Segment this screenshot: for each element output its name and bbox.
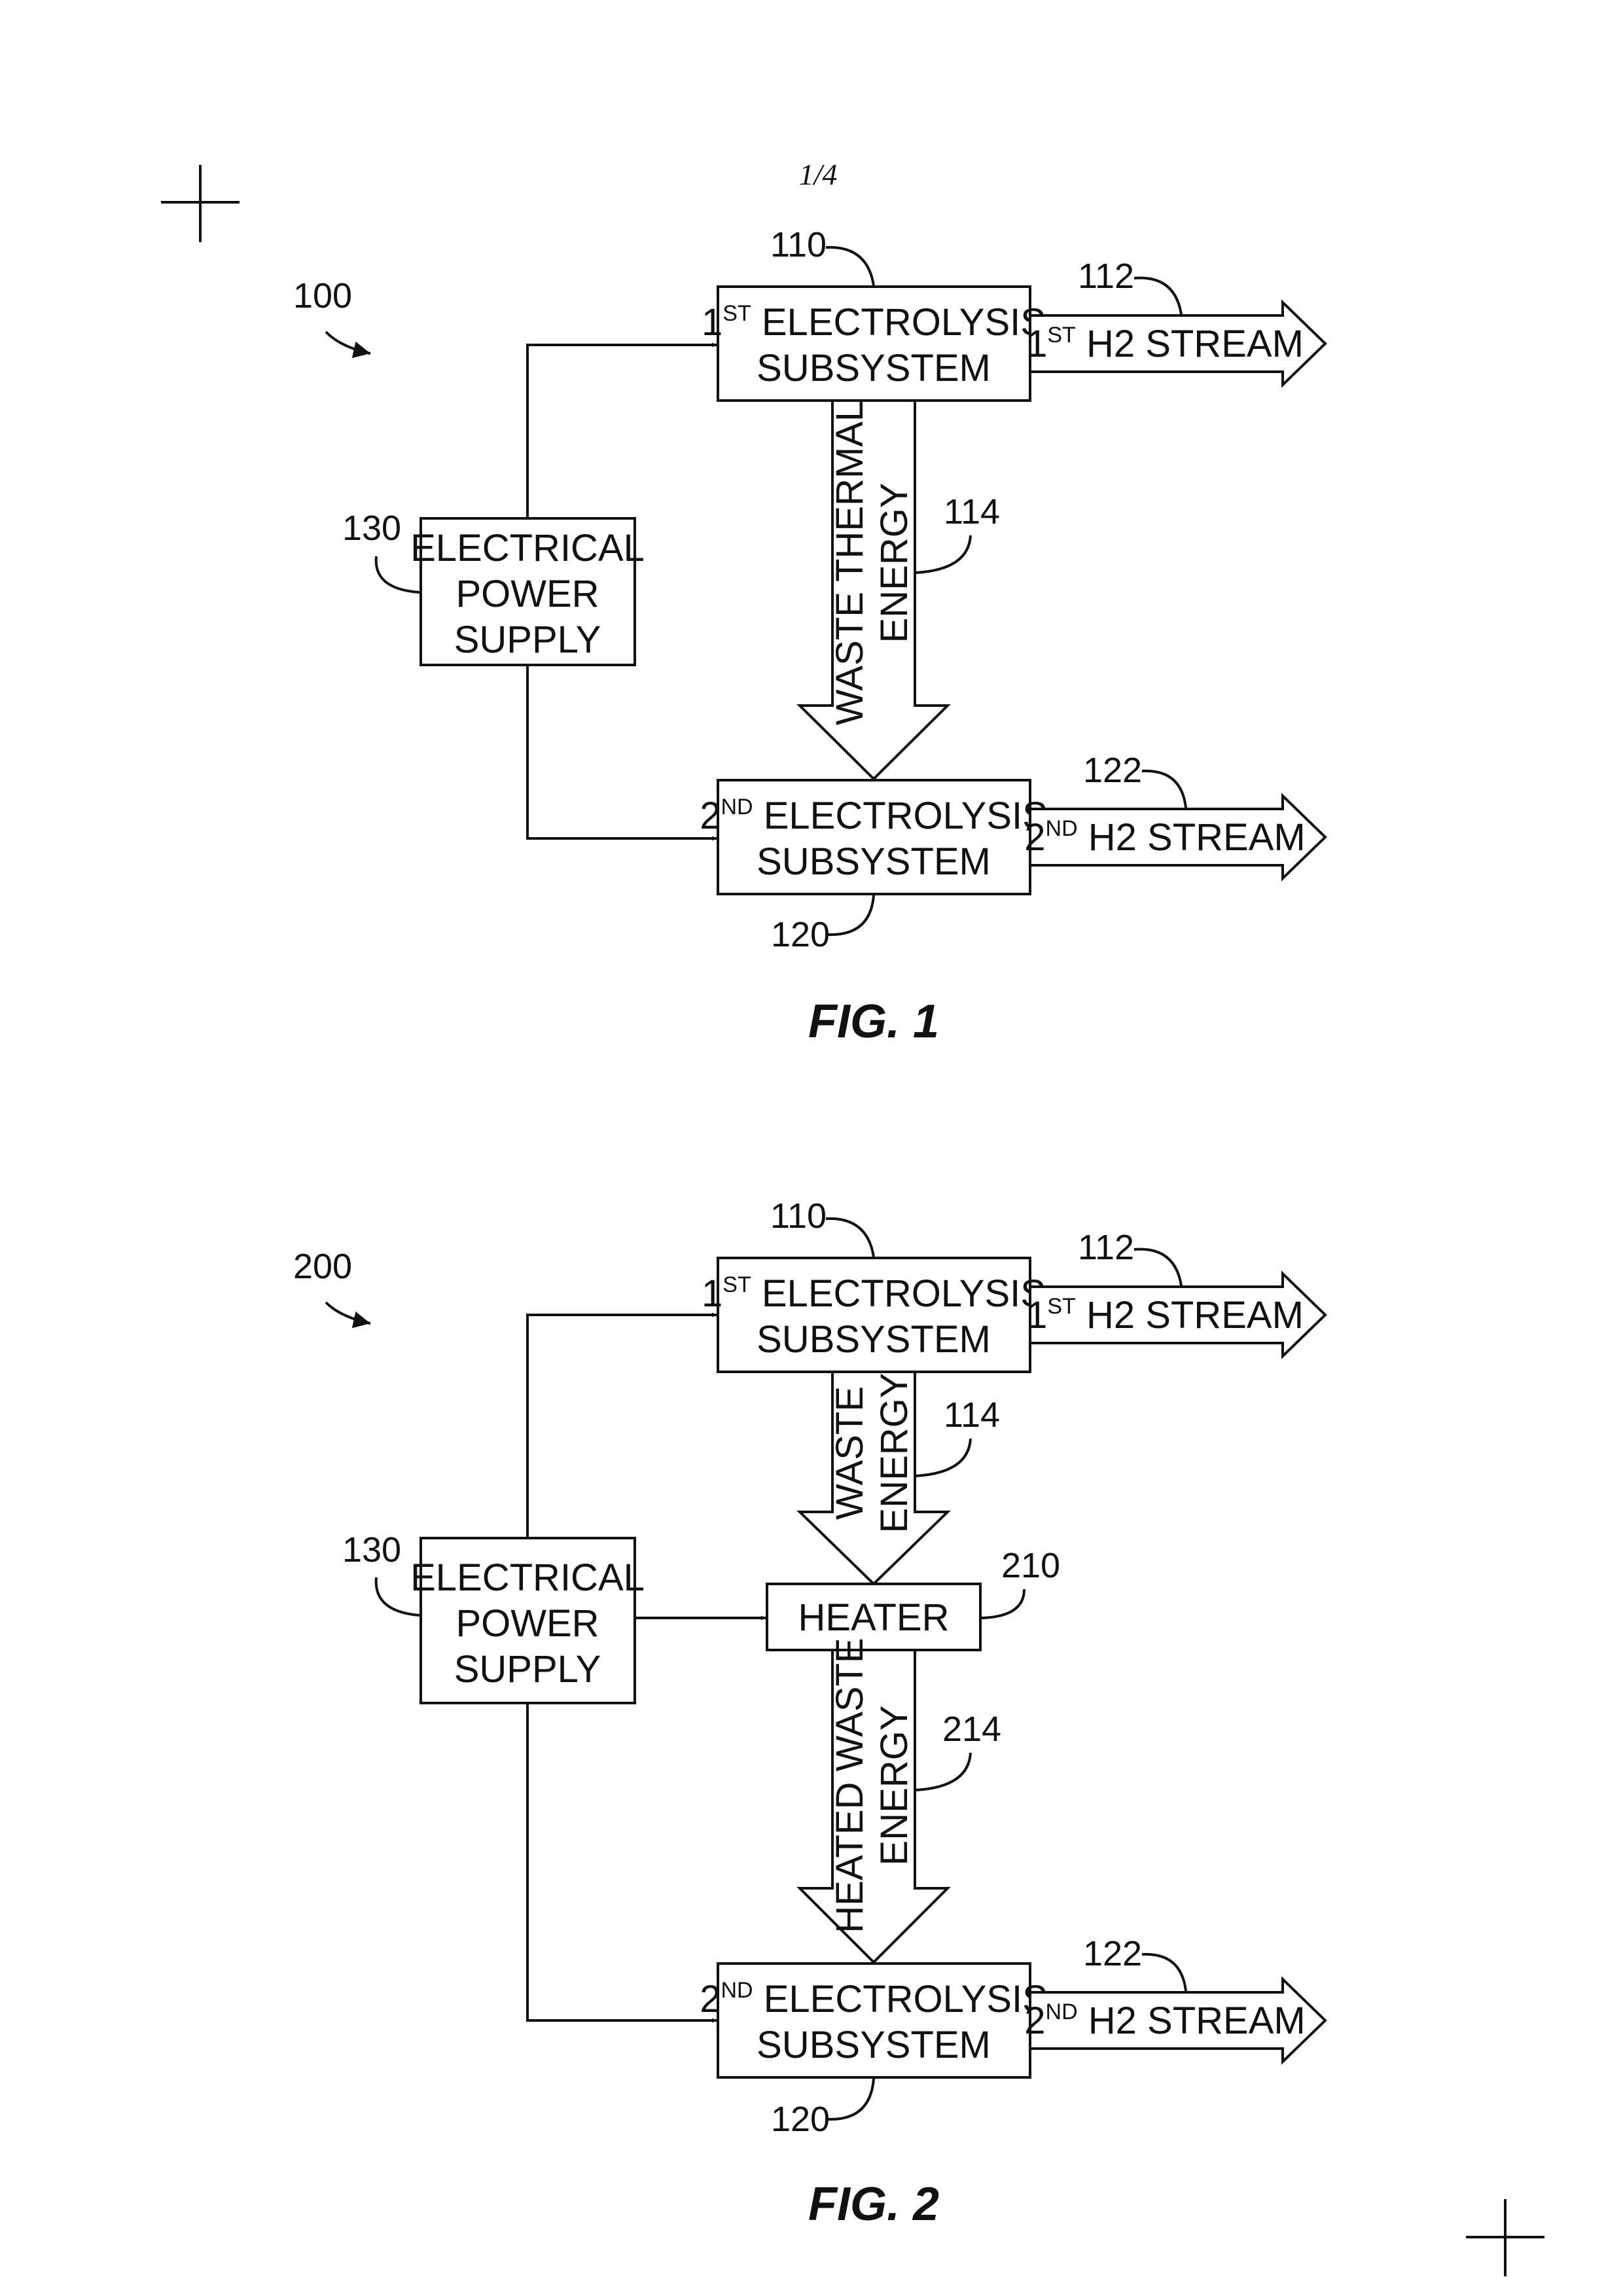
fig1-power-label: POWER <box>455 573 599 615</box>
fig1-ref-114-leader <box>916 535 971 573</box>
fig2-ref-130: 130 <box>342 1530 401 1570</box>
fig1-ref-110: 110 <box>770 225 827 264</box>
fig2-heated-line1: HEATED WASTE <box>829 1638 871 1933</box>
fig1-ref-120-leader <box>828 895 874 935</box>
registration-mark-bottom-right <box>1466 2199 1544 2276</box>
fig1-waste-line1: WASTE THERMAL <box>829 401 871 725</box>
fig2-ref-210-leader <box>982 1589 1024 1618</box>
registration-mark-top-left <box>161 165 240 242</box>
fig2-heater-label: HEATER <box>798 1596 950 1639</box>
page-number: 1/4 <box>799 158 838 191</box>
fig2-system-ref-arrow <box>326 1302 370 1323</box>
fig1-1st-subsystem-label: SUBSYSTEM <box>757 347 991 389</box>
figure-2: 200 1ST ELECTROLYSIS SUBSYSTEM 110 1ST H… <box>293 1196 1325 2231</box>
fig2-ref-214-leader <box>916 1753 971 1790</box>
fig1-caption: FIG. 1 <box>808 996 939 1048</box>
fig2-ref-122-leader <box>1142 1954 1186 1991</box>
fig1-ref-112: 112 <box>1078 257 1134 296</box>
fig1-electrical-label: ELECTRICAL <box>410 527 645 569</box>
fig1-ref-122: 122 <box>1083 751 1142 790</box>
fig2-waste-line1: WASTE <box>829 1386 871 1520</box>
fig2-supply-label: SUPPLY <box>454 1648 601 1691</box>
fig2-heated-line2: ENERGY <box>873 1706 916 1866</box>
fig2-ref-120: 120 <box>771 2100 830 2139</box>
fig1-ref-120: 120 <box>771 915 830 954</box>
fig1-ref-114: 114 <box>944 492 1000 531</box>
fig2-ref-120-leader <box>828 2079 874 2119</box>
fig2-electrical-label: ELECTRICAL <box>410 1556 645 1599</box>
fig1-waste-line2: ENERGY <box>873 483 916 643</box>
fig1-2nd-subsystem-label: SUBSYSTEM <box>757 840 991 883</box>
fig2-ref-114-leader <box>916 1439 971 1476</box>
fig2-waste-line2: ENERGY <box>873 1373 916 1534</box>
fig1-system-ref: 100 <box>293 276 352 315</box>
fig2-1st-electrolysis-label: 1ST ELECTROLYSIS <box>702 1272 1046 1315</box>
fig1-1st-electrolysis-label: 1ST ELECTROLYSIS <box>702 301 1046 344</box>
fig2-ref-114: 114 <box>944 1395 1000 1435</box>
fig1-power-to-2nd-line <box>527 665 717 838</box>
fig2-power-to-2nd-line <box>527 1703 717 2020</box>
fig1-ref-122-leader <box>1142 771 1186 808</box>
fig2-2nd-subsystem-label: SUBSYSTEM <box>757 2024 991 2066</box>
fig1-supply-label: SUPPLY <box>454 619 601 661</box>
fig2-ref-112-leader <box>1134 1249 1181 1285</box>
fig2-system-ref: 200 <box>293 1247 352 1286</box>
fig2-ref-110-leader <box>826 1219 874 1257</box>
fig1-ref-112-leader <box>1134 278 1181 314</box>
fig1-ref-110-leader <box>826 247 874 285</box>
fig2-caption: FIG. 2 <box>808 2178 939 2231</box>
fig2-power-label: POWER <box>455 1602 599 1645</box>
fig2-ref-110: 110 <box>770 1196 827 1236</box>
fig1-ref-130: 130 <box>342 509 401 548</box>
fig2-1st-subsystem-label: SUBSYSTEM <box>757 1318 991 1361</box>
fig2-ref-112: 112 <box>1078 1228 1134 1267</box>
fig1-system-ref-arrow <box>326 332 370 353</box>
fig2-power-to-1st-line <box>527 1315 717 1538</box>
fig2-ref-210: 210 <box>1001 1546 1060 1585</box>
fig1-power-to-1st-line <box>527 345 717 518</box>
fig2-ref-214: 214 <box>942 1710 1001 1749</box>
figure-1: 100 1ST ELECTROLYSIS SUBSYSTEM 110 1ST H… <box>293 225 1325 1048</box>
fig2-ref-122: 122 <box>1083 1934 1142 1973</box>
